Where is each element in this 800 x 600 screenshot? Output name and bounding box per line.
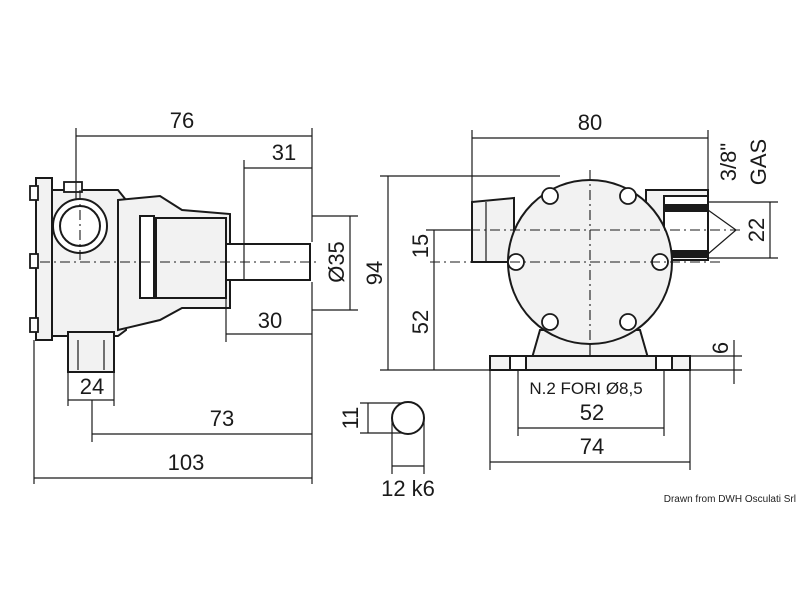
dim-22: 22: [744, 218, 769, 242]
housing-seal: [139, 215, 155, 299]
side-view: 76 31 Ø35 30 24 73 103: [29, 108, 358, 484]
cover-bolt: [541, 313, 559, 331]
dim-12-k6: 12 k6: [381, 476, 435, 501]
dim-73: 73: [210, 406, 234, 431]
dim-94: 94: [362, 261, 387, 285]
dim-thread-type: GAS: [746, 139, 771, 185]
cover-bolt: [541, 187, 559, 205]
flange-bolt: [29, 253, 39, 269]
dim-6: 6: [708, 342, 733, 354]
front-view: 80 3/8" GAS 22 94 15 52 6 N.2 FORI Ø8,5: [362, 110, 778, 470]
dim-11: 11: [338, 407, 363, 430]
thread-top: [664, 204, 708, 212]
shaft-section-view: 11 12 k6: [338, 401, 435, 501]
dim-80: 80: [578, 110, 602, 135]
mounting-hole-left: [509, 355, 527, 371]
dim-diameter-35: Ø35: [324, 241, 349, 283]
dim-24: 24: [80, 374, 104, 399]
top-nut: [63, 181, 83, 193]
mounting-hole-right: [655, 355, 673, 371]
flange-bolt: [29, 185, 39, 201]
dim-52-vertical: 52: [408, 310, 433, 334]
cover-bolt: [619, 187, 637, 205]
dim-30: 30: [258, 308, 282, 333]
dim-52-horizontal: 52: [580, 400, 604, 425]
dim-74: 74: [580, 434, 604, 459]
holes-label: N.2 FORI Ø8,5: [529, 379, 642, 398]
flange-bolt: [29, 317, 39, 333]
dim-thread-size: 3/8": [716, 143, 741, 181]
cover-bolt: [619, 313, 637, 331]
dim-103: 103: [168, 450, 205, 475]
dim-31: 31: [272, 140, 296, 165]
housing-block: [155, 217, 227, 299]
thread-bottom: [664, 250, 708, 258]
dim-15: 15: [408, 234, 433, 258]
credit-text: Drawn from DWH Osculati Srl: [664, 494, 796, 505]
dim-76: 76: [170, 108, 194, 133]
bottom-port: [67, 331, 115, 373]
shaft-section-circle: [391, 401, 425, 435]
